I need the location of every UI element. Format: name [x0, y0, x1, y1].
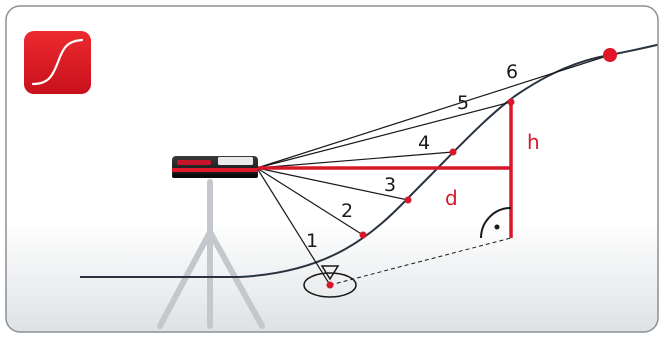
point-3 [404, 196, 412, 204]
label-distance: d [445, 186, 458, 210]
point-4 [449, 148, 457, 156]
label-point-6: 6 [506, 61, 518, 83]
point-2 [359, 231, 367, 239]
label-point-1: 1 [306, 230, 318, 252]
ground-point-triangle [320, 265, 340, 281]
laser-distance-meter [172, 156, 258, 178]
ground-point-marker [303, 272, 357, 298]
point-6 [603, 48, 617, 62]
slope-profile-icon [24, 31, 91, 94]
label-point-2: 2 [341, 200, 353, 222]
tripod [157, 179, 265, 329]
label-point-4: 4 [418, 132, 430, 154]
point-5 [507, 98, 515, 106]
point-1 [326, 281, 334, 289]
reference-dashed-line [329, 237, 512, 286]
right-angle-dot [494, 224, 500, 230]
measurement-lines [256, 54, 611, 286]
label-point-3: 3 [384, 174, 396, 196]
right-angle-marker [480, 207, 512, 239]
label-point-5: 5 [457, 92, 469, 114]
label-height: h [527, 130, 540, 154]
panel-border [5, 5, 659, 333]
